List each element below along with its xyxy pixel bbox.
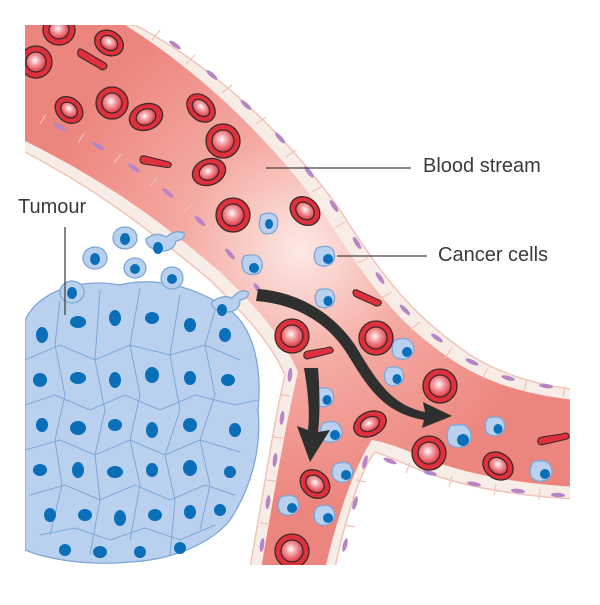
- tumour-label: Tumour: [18, 196, 87, 218]
- endothelial-nuclei-lower: [53, 123, 565, 552]
- leader-lines: [64, 167, 427, 315]
- arrow-to-right-branch: [256, 289, 452, 428]
- endothelial-nuclei: [169, 40, 553, 389]
- blood-stream-label: Blood stream: [423, 155, 541, 177]
- arrow-to-lower-branch: [297, 368, 330, 462]
- flow-arrows: [256, 289, 452, 462]
- tumour-mass: [25, 226, 260, 564]
- circulating-cancer-cells: [241, 212, 553, 526]
- cancer-cells-label: Cancer cells: [438, 244, 549, 266]
- red-blood-cells: [25, 25, 514, 565]
- endothelial-cells: [151, 29, 566, 398]
- platelets: [77, 48, 570, 446]
